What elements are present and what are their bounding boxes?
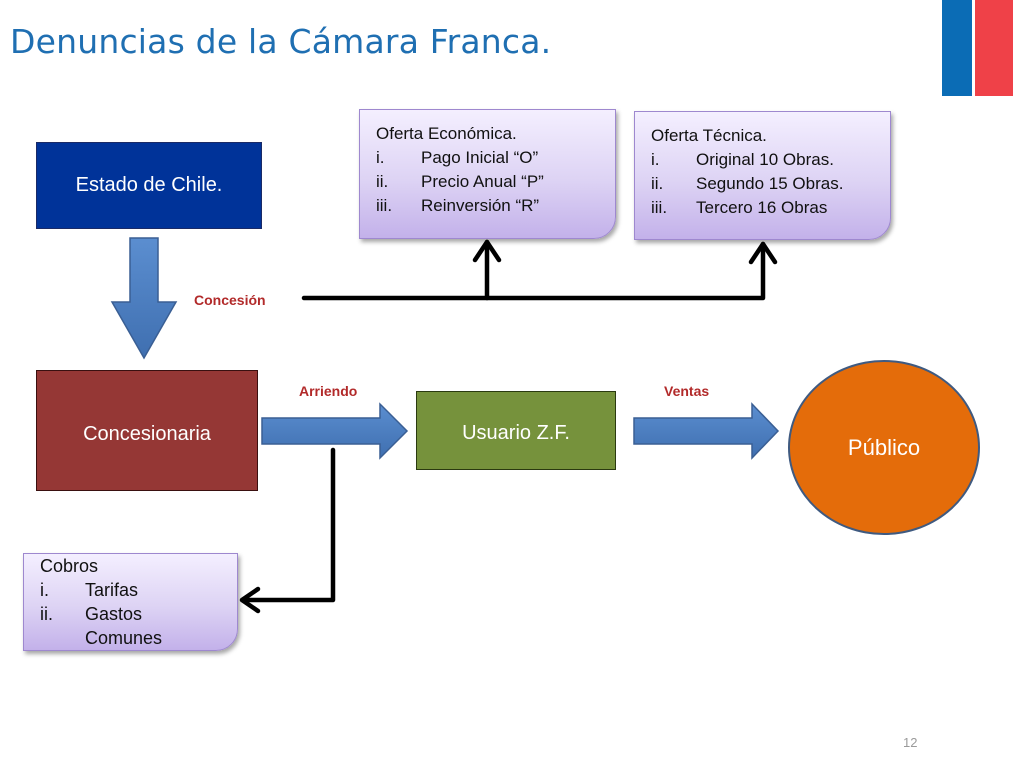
slide-title: Denuncias de la Cámara Franca. (10, 22, 552, 61)
edge-label-concesion: Concesión (194, 292, 266, 308)
list-item: Comunes (40, 626, 237, 650)
node-publico-label: Público (847, 434, 921, 460)
node-estado-de-chile: Estado de Chile. (36, 142, 262, 229)
list-text: Tarifas (85, 580, 139, 600)
list-text: Gastos (85, 604, 143, 624)
list-number: i. (376, 148, 385, 167)
list-number: iii. (651, 198, 668, 217)
list-text: Segundo 15 Obras. (696, 174, 844, 193)
list-item: i. Tarifas (40, 578, 237, 602)
flag-divider (972, 0, 975, 96)
list-text: Precio Anual “P” (421, 172, 544, 191)
list-item: iii. Tercero 16 Obras (651, 196, 890, 220)
arrow-ventas (633, 402, 780, 460)
connector-cobros (239, 447, 336, 614)
note-heading: Oferta Técnica. (651, 126, 767, 145)
node-concesionaria-label: Concesionaria (83, 423, 211, 445)
arrow-estado-to-concesionaria (110, 237, 178, 360)
flag-blue-stripe (942, 0, 974, 96)
list-item: i. Pago Inicial “O” (376, 146, 615, 170)
list-number: ii. (376, 172, 389, 191)
node-usuario-zf: Usuario Z.F. (416, 391, 616, 470)
page-number: 12 (903, 735, 918, 750)
list-number: ii. (651, 174, 664, 193)
list-text: Comunes (85, 628, 163, 648)
list-number: i. (651, 150, 660, 169)
list-number: iii. (376, 196, 393, 215)
flag-red-stripe (974, 0, 1013, 96)
note-heading: Oferta Económica. (376, 124, 517, 143)
note-cobros: Cobros i. Tarifas ii. Gastos Comunes (23, 553, 238, 651)
list-number: i. (40, 580, 49, 600)
edge-label-ventas: Ventas (664, 383, 710, 399)
edge-label-arriendo: Arriendo (299, 383, 358, 399)
connector-concesion (301, 239, 778, 301)
list-item: ii. Gastos (40, 602, 237, 626)
arrow-arriendo (261, 402, 409, 460)
list-text: Original 10 Obras. (696, 150, 834, 169)
note-oferta-economica: Oferta Económica. i. Pago Inicial “O” ii.… (359, 109, 616, 239)
list-text: Reinversión “R” (421, 196, 540, 215)
list-item: i. Original 10 Obras. (651, 148, 890, 172)
list-text: Pago Inicial “O” (421, 148, 539, 167)
note-heading: Cobros (40, 556, 99, 576)
node-estado-label: Estado de Chile. (75, 174, 223, 196)
list-number (40, 626, 85, 650)
note-oferta-tecnica: Oferta Técnica. i. Original 10 Obras. ii.… (634, 111, 891, 240)
list-text: Tercero 16 Obras (696, 198, 828, 217)
list-number: ii. (40, 604, 53, 624)
node-usuario-label: Usuario Z.F. (462, 422, 570, 444)
list-item: ii. Precio Anual “P” (376, 170, 615, 194)
list-item: ii. Segundo 15 Obras. (651, 172, 890, 196)
node-concesionaria: Concesionaria (36, 370, 258, 491)
list-item: iii. Reinversión “R” (376, 194, 615, 218)
node-publico: Público (788, 360, 980, 535)
